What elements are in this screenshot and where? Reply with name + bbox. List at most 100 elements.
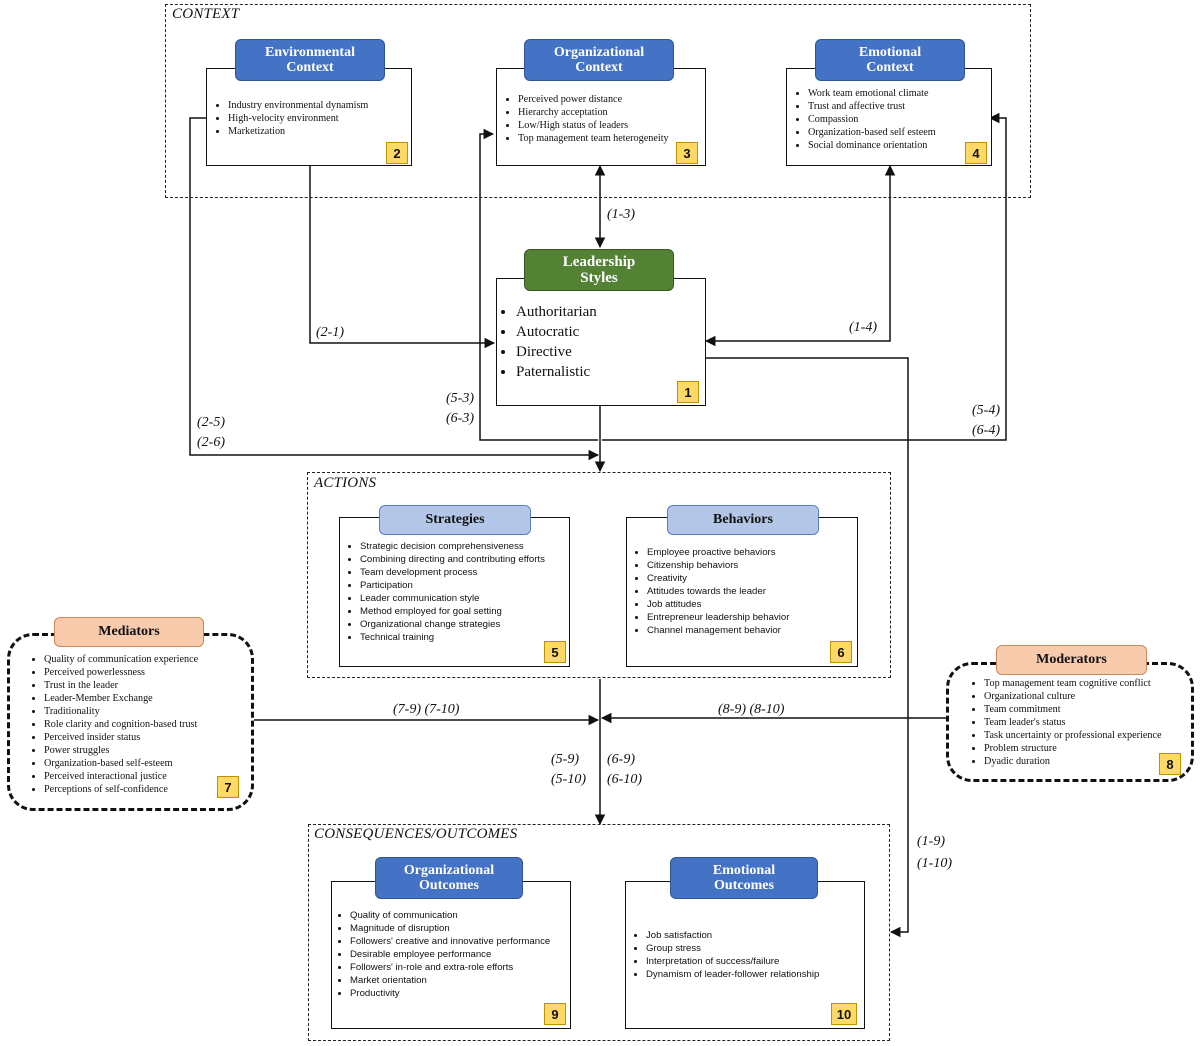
emotional-outcomes-box <box>625 881 865 1029</box>
list-item: Compassion <box>808 113 988 126</box>
list-item: Entrepreneur leadership behavior <box>647 611 855 624</box>
link-label-6-9: (6-9) <box>607 752 635 767</box>
strategies-list: Strategic decision comprehensiveness Com… <box>346 540 568 644</box>
list-item: Strategic decision comprehensiveness <box>360 540 568 553</box>
link-label-2-6: (2-6) <box>197 435 225 450</box>
box-number-3: 3 <box>676 142 698 164</box>
link-label-6-4: (6-4) <box>972 423 1000 438</box>
emotional-context-box <box>786 68 992 166</box>
list-item: Dyadic duration <box>984 755 1190 768</box>
list-item: Organization-based self esteem <box>808 126 988 139</box>
list-item: Team development process <box>360 566 568 579</box>
context-section-label: CONTEXT <box>172 6 240 22</box>
list-item: Paternalistic <box>516 362 698 382</box>
list-item: Participation <box>360 579 568 592</box>
box-number-1: 1 <box>677 381 699 403</box>
list-item: Desirable employee performance <box>350 948 569 961</box>
list-item: Interpretation of success/failure <box>646 955 862 968</box>
link-label-1-3: (1-3) <box>607 207 635 222</box>
list-item: Trust in the leader <box>44 679 250 692</box>
moderators-list: Top management team cognitive conflict O… <box>970 677 1190 768</box>
list-item: Autocratic <box>516 322 698 342</box>
context-section <box>165 4 1031 198</box>
list-item: Job attitudes <box>647 598 855 611</box>
moderators-header: Moderators <box>996 645 1147 675</box>
list-item: Role clarity and cognition-based trust <box>44 718 250 731</box>
list-item: Productivity <box>350 987 569 1000</box>
box-number-9: 9 <box>544 1003 566 1025</box>
list-item: Dynamism of leader-follower relationship <box>646 968 862 981</box>
box-number-2: 2 <box>386 142 408 164</box>
list-item: Perceived power distance <box>518 93 704 106</box>
list-item: Leader communication style <box>360 592 568 605</box>
link-label-8-9-8-10: (8-9) (8-10) <box>718 702 785 717</box>
consequences-section-label: CONSEQUENCES/OUTCOMES <box>314 826 518 842</box>
actions-section <box>307 472 891 678</box>
list-item: Directive <box>516 342 698 362</box>
list-item: Followers' creative and innovative perfo… <box>350 935 569 948</box>
list-item: Perceived insider status <box>44 731 250 744</box>
list-item: Marketization <box>228 125 408 138</box>
list-item: Employee proactive behaviors <box>647 546 855 559</box>
strategies-header: Strategies <box>379 505 531 535</box>
list-item: Task uncertainty or professional experie… <box>984 729 1190 742</box>
list-item: Problem structure <box>984 742 1190 755</box>
list-item: Technical training <box>360 631 568 644</box>
leadership-styles-list: Authoritarian Autocratic Directive Pater… <box>498 302 698 382</box>
box-number-4: 4 <box>965 142 987 164</box>
list-item: Group stress <box>646 942 862 955</box>
link-label-5-3: (5-3) <box>446 391 474 406</box>
leadership-styles-box <box>496 278 706 406</box>
list-item: Team leader's status <box>984 716 1190 729</box>
list-item: Market orientation <box>350 974 569 987</box>
link-label-1-4: (1-4) <box>849 320 877 335</box>
link-label-5-9: (5-9) <box>551 752 579 767</box>
link-label-7-9-7-10: (7-9) (7-10) <box>393 702 460 717</box>
list-item: High-velocity environment <box>228 112 408 125</box>
list-item: Leader-Member Exchange <box>44 692 250 705</box>
list-item: Citizenship behaviors <box>647 559 855 572</box>
emotional-context-list: Work team emotional climate Trust and af… <box>794 87 988 152</box>
list-item: Quality of communication <box>350 909 569 922</box>
list-item: Low/High status of leaders <box>518 119 704 132</box>
actions-section-label: ACTIONS <box>314 475 377 491</box>
list-item: Organization-based self-esteem <box>44 757 250 770</box>
list-item: Channel management behavior <box>647 624 855 637</box>
list-item: Quality of communication experience <box>44 653 250 666</box>
list-item: Job satisfaction <box>646 929 862 942</box>
organizational-outcomes-list: Quality of communication Magnitude of di… <box>336 909 569 1000</box>
link-label-2-1: (2-1) <box>316 325 344 340</box>
behaviors-box <box>626 517 858 667</box>
organizational-outcomes-box <box>331 881 571 1029</box>
list-item: Combining directing and contributing eff… <box>360 553 568 566</box>
box-number-7: 7 <box>217 776 239 798</box>
list-item: Authoritarian <box>516 302 698 322</box>
list-item: Traditionality <box>44 705 250 718</box>
link-label-5-4: (5-4) <box>972 403 1000 418</box>
list-item: Top management team heterogeneity <box>518 132 704 145</box>
mediators-list: Quality of communication experience Perc… <box>30 653 250 796</box>
list-item: Creativity <box>647 572 855 585</box>
list-item: Perceptions of self-confidence <box>44 783 250 796</box>
environmental-context-list: Industry environmental dynamism High-vel… <box>214 99 408 138</box>
list-item: Method employed for goal setting <box>360 605 568 618</box>
list-item: Work team emotional climate <box>808 87 988 100</box>
list-item: Social dominance orientation <box>808 139 988 152</box>
behaviors-header: Behaviors <box>667 505 819 535</box>
mediators-header: Mediators <box>54 617 204 647</box>
list-item: Organizational culture <box>984 690 1190 703</box>
link-label-6-10: (6-10) <box>607 772 642 787</box>
list-item: Top management team cognitive conflict <box>984 677 1190 690</box>
list-item: Perceived interactional justice <box>44 770 250 783</box>
list-item: Perceived powerlessness <box>44 666 250 679</box>
list-item: Magnitude of disruption <box>350 922 569 935</box>
emotional-outcomes-list: Job satisfaction Group stress Interpreta… <box>632 929 862 981</box>
list-item: Power struggles <box>44 744 250 757</box>
box-number-10: 10 <box>831 1003 857 1025</box>
